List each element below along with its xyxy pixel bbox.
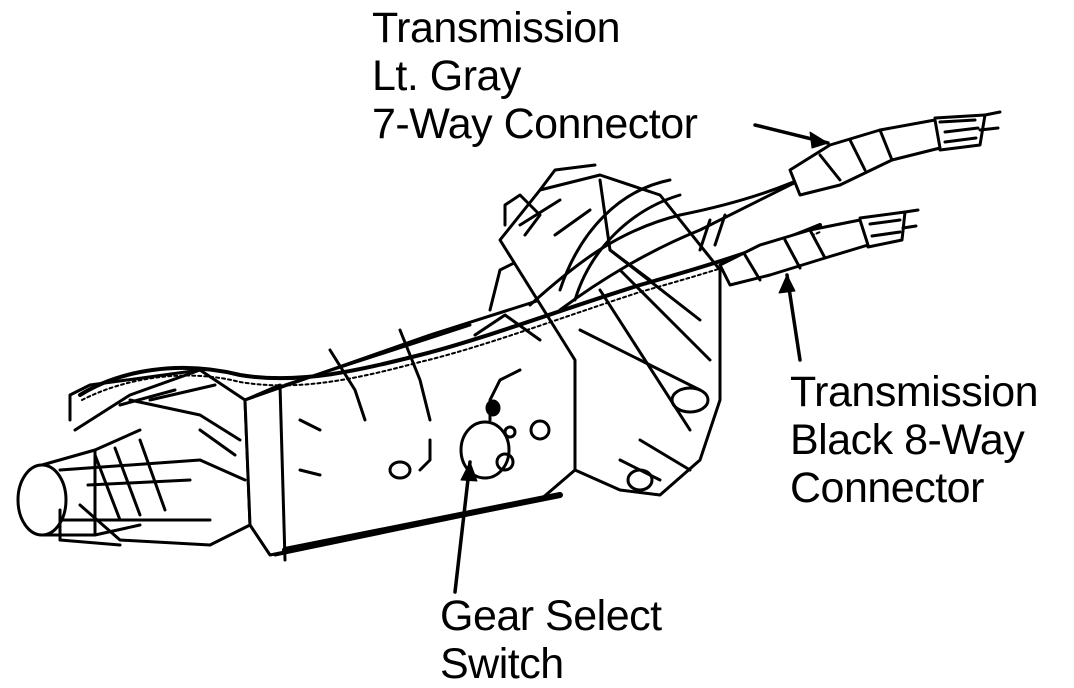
gray-connector-label: Transmission Lt. Gray 7-Way Connector bbox=[372, 4, 698, 148]
bell-housing bbox=[498, 163, 722, 497]
black-connector-label-line-1: Transmission bbox=[790, 368, 1039, 416]
wiring-harness bbox=[78, 168, 822, 401]
transmission-case bbox=[243, 248, 577, 562]
gear-switch-label-line-2: Switch bbox=[440, 640, 564, 688]
leader-arrows bbox=[453, 123, 830, 594]
gray-7way-connector-drawing bbox=[788, 110, 1002, 197]
arrow-to-gear-switch bbox=[453, 460, 472, 594]
black-connector-label-line-3: Connector bbox=[790, 464, 984, 512]
output-shaft bbox=[16, 428, 212, 537]
gray-connector-label-line-3: 7-Way Connector bbox=[372, 100, 698, 148]
gear-select-switch-drawing bbox=[459, 368, 551, 480]
gear-switch-label: Gear Select Switch bbox=[440, 592, 662, 688]
gear-switch-label-line-1: Gear Select bbox=[440, 592, 662, 640]
gray-connector-label-line-1: Transmission bbox=[372, 4, 621, 52]
black-8way-connector-drawing bbox=[718, 208, 920, 287]
black-connector-label-line-2: Black 8-Way bbox=[790, 416, 1025, 464]
gray-connector-label-line-2: Lt. Gray bbox=[372, 52, 521, 100]
black-connector-label: Transmission Black 8-Way Connector bbox=[790, 368, 1039, 512]
